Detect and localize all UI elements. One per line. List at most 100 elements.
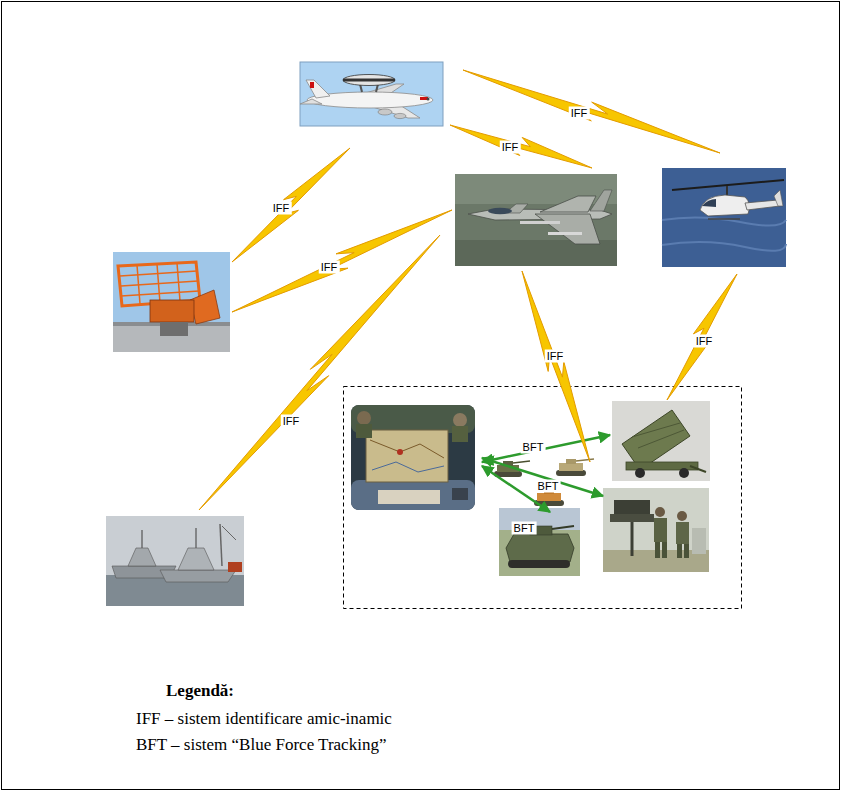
legend: IFF – sistem identificare amic-inamicBFT… [136, 706, 392, 758]
bft-arrows [482, 435, 610, 512]
warships-picture-part [228, 562, 242, 572]
awacs-picture-part [310, 82, 314, 88]
fighter-jet-picture-part [540, 196, 596, 212]
command-post-picture-part [351, 480, 475, 510]
air-defence-soldiers-picture-part [684, 544, 689, 558]
air-defence-soldiers-picture-part [677, 511, 687, 521]
bft-label: BFT [536, 480, 561, 493]
warships-picture-part [195, 528, 196, 548]
tank-icons-part [566, 459, 576, 464]
air-defence-soldiers-picture-part [662, 542, 667, 558]
fighter-jet-picture-part [520, 221, 560, 224]
helicopter-picture-part [662, 242, 786, 251]
awacs-picture-part [343, 75, 395, 86]
command-post-picture-part [370, 440, 444, 458]
iff-bolt [450, 125, 592, 168]
iff-bolt [232, 210, 452, 312]
iff-label: IFF [569, 107, 590, 120]
awacs-picture [300, 62, 443, 126]
missile-launcher-picture-part [612, 401, 710, 481]
iff-label: IFF [281, 415, 302, 428]
fighter-jet-picture-part [455, 174, 617, 266]
command-post-picture-part [366, 430, 448, 482]
iff-bolt [199, 235, 440, 510]
helicopter-picture-part [774, 190, 783, 206]
helicopter-picture [662, 168, 786, 267]
command-post-picture-part [397, 449, 403, 455]
iff-bolt [667, 274, 737, 400]
legend-text: BFT – sistem “Blue Force Tracking” [136, 735, 386, 754]
radar-picture [113, 252, 230, 352]
air-defence-soldiers-picture-part [655, 507, 665, 517]
warships-picture-part [222, 526, 236, 540]
missile-launcher-picture-part [626, 462, 698, 470]
missile-launcher-picture-part [690, 466, 706, 472]
air-defence-soldiers-picture-part [614, 500, 650, 514]
radar-picture-part [160, 322, 188, 336]
command-post-picture-part [452, 488, 468, 500]
air-defence-soldiers-picture-part [677, 544, 682, 558]
iff-label: IFF [271, 202, 292, 215]
missile-launcher-picture-part [635, 468, 645, 478]
missile-launcher-picture-part [679, 468, 689, 478]
fighter-jet-picture-part [548, 232, 582, 235]
legend-entry: IFF – sistem identificare amic-inamic [136, 706, 392, 732]
command-post-picture-part [452, 426, 468, 442]
warships-picture-part [141, 530, 142, 548]
air-defence-soldiers-picture-part [676, 522, 689, 544]
helicopter-picture-part [662, 217, 786, 225]
command-post-picture [351, 405, 475, 510]
fighter-jet-picture-part [488, 208, 512, 214]
helicopter-picture-part [726, 186, 728, 196]
warships-picture-part [128, 548, 156, 566]
legend-heading: Legendă: [164, 681, 236, 701]
radar-picture-part [190, 290, 220, 324]
group-frame [344, 387, 742, 609]
tank-icons-part [576, 459, 594, 461]
helicopter-picture-part [662, 168, 786, 267]
helicopter-picture-part [702, 199, 716, 207]
air-defence-soldiers-picture-part [631, 522, 634, 556]
armoured-vehicle-picture [499, 508, 580, 576]
armoured-vehicle-picture-part [506, 534, 574, 562]
missile-launcher-picture [612, 401, 710, 481]
command-post-picture-part [351, 405, 475, 510]
warships-picture-part [160, 570, 236, 582]
command-post-picture-part [372, 462, 444, 472]
warships-picture-part [220, 524, 222, 566]
helicopter-picture-part [708, 218, 740, 220]
radar-picture-part [121, 281, 198, 286]
bft-arrows-part [482, 435, 610, 462]
air-defence-soldiers-picture-part [610, 514, 654, 522]
tank-icons-part [513, 461, 530, 463]
iff-bolt [522, 271, 590, 462]
awacs-picture-part [300, 99, 322, 104]
command-post-picture-part [453, 413, 467, 427]
awacs-picture-part [300, 62, 443, 126]
iff-label: IFF [500, 141, 521, 154]
air-defence-soldiers-picture-part [692, 528, 706, 554]
warships-picture-part [106, 516, 244, 606]
iff-label: IFF [319, 261, 340, 274]
helicopter-picture-part [700, 195, 749, 216]
command-post-picture-part [378, 490, 440, 504]
air-defence-soldiers-picture-part [655, 542, 660, 558]
awacs-picture-part [306, 80, 330, 98]
missile-launcher-picture-part [622, 410, 690, 470]
radar-picture-part [177, 263, 180, 301]
command-post-picture-part [357, 411, 371, 425]
iff-bolt [463, 70, 720, 153]
radar-picture-part [157, 264, 160, 303]
radar-picture-part [118, 262, 200, 306]
fighter-jet-picture-part [590, 190, 612, 211]
bft-label: BFT [512, 522, 537, 535]
awacs-picture-part [394, 113, 406, 118]
fighter-jet-picture [455, 174, 617, 266]
bft-label: BFT [521, 441, 546, 454]
air-defence-soldiers-picture [603, 488, 709, 572]
iff-bolts [199, 70, 737, 510]
tank-icons-part [537, 493, 561, 501]
